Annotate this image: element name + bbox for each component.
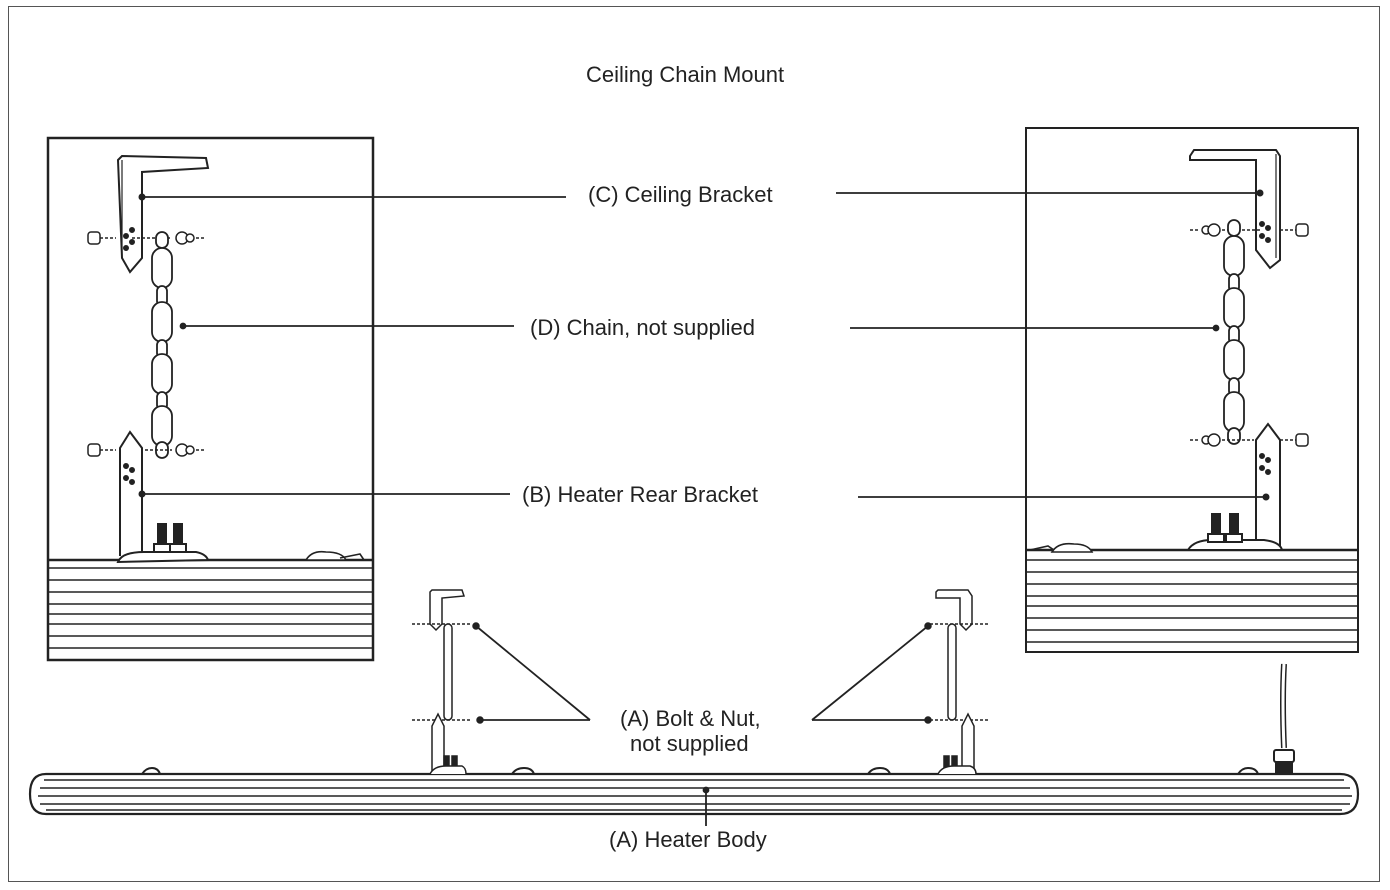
right-top-bolt-nut [1190,223,1309,237]
right-bottom-bolt-nut [1190,433,1309,447]
left-rear-bracket [116,430,210,564]
right-rear-bracket [1186,422,1284,551]
left-mini-assembly [412,589,484,775]
right-panel-heater-profile [1026,542,1358,643]
ceiling-bracket-label: (C) Ceiling Bracket [588,182,773,207]
heater-body-label: (A) Heater Body [609,827,767,852]
right-detail-panel [1025,127,1359,653]
left-detail-panel [46,136,375,662]
cable-gland [1273,663,1295,775]
diagram-frame [8,6,1380,882]
left-panel-heater-profile [48,550,373,649]
left-top-bolt-nut [87,231,206,245]
bolt-nut-label: (A) Bolt & Nut, [620,706,761,731]
leader-lines [142,192,1266,826]
bolt-nut-label-line2: not supplied [630,731,749,756]
left-bottom-bolt-nut [87,443,206,457]
rear-bracket-label: (B) Heater Rear Bracket [522,482,758,507]
right-mini-assembly [924,589,988,775]
chain-label: (D) Chain, not supplied [530,315,756,340]
diagram-title: Ceiling Chain Mount [586,62,785,87]
heater-body [28,663,1360,816]
left-chain [151,231,187,459]
